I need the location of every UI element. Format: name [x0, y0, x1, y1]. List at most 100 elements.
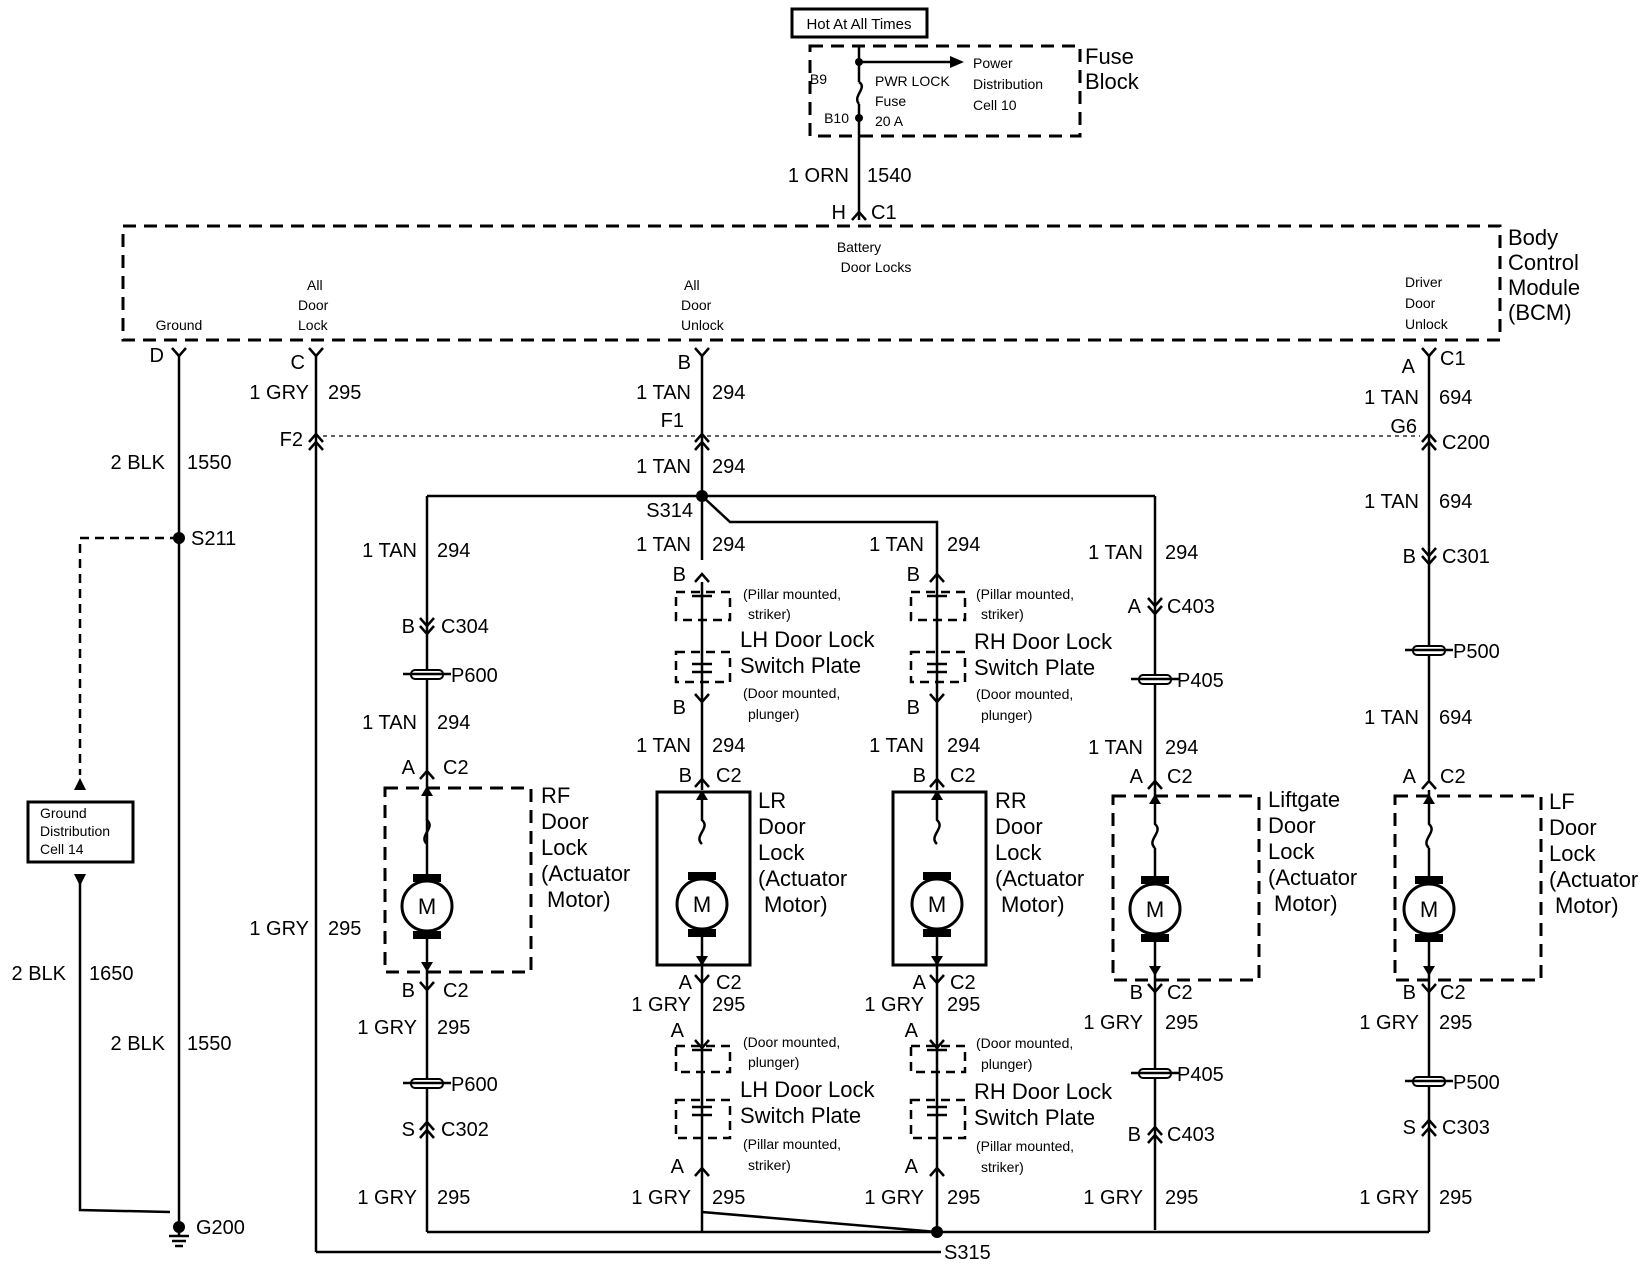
- ground-dist-line1: Ground: [40, 805, 87, 821]
- bcm-title-4: (BCM): [1508, 300, 1572, 325]
- rh-door-lock-switch-top-icon: [909, 560, 967, 700]
- lf-p500-bottom-icon: [1405, 1076, 1453, 1087]
- power-dist-line3: Cell 10: [973, 97, 1017, 113]
- rr-wire-295-number: 295: [947, 994, 980, 1016]
- fuse-block-outline: [808, 44, 1082, 138]
- rr-pillar-top-1: (Pillar mounted,: [976, 586, 1074, 602]
- lh-door-lock-switch-bottom-icon: [674, 1044, 732, 1140]
- bcm-lock-label-3: Lock: [298, 317, 329, 333]
- wire-295-color-mid: 1 GRY: [249, 918, 309, 940]
- lg-c2-top-pin: A: [1130, 766, 1144, 788]
- rf-p600-top-icon: [403, 669, 451, 680]
- wire-294-rr-branch: [701, 495, 939, 560]
- bcm-connector-c1: C1: [1440, 348, 1466, 370]
- wire-1550-color-top: 2 BLK: [111, 452, 166, 474]
- bcm-pin-b: B: [678, 352, 691, 374]
- wire-294-color-top: 1 TAN: [636, 382, 691, 404]
- lr-door-top-2: plunger): [748, 706, 799, 722]
- connector-c200-icon: [1421, 432, 1437, 451]
- lg-label-3: Lock: [1268, 839, 1315, 864]
- lg-label-5: Motor): [1274, 891, 1338, 916]
- wire-694-color-mid: 1 TAN: [1364, 491, 1419, 513]
- lf-label-2: Door: [1549, 815, 1597, 840]
- rf-c304-icon: [419, 617, 435, 636]
- liftgate-motor-icon: [1128, 790, 1182, 1230]
- lr-door-bottom-1: (Door mounted,: [743, 1034, 840, 1050]
- rr-wire-294-number-2: 294: [947, 735, 980, 757]
- lr-c2-bottom-label: C2: [716, 972, 742, 994]
- lf-wire-295-color-2: 1 GRY: [1359, 1187, 1419, 1209]
- lh-switch-top-title-1: LH Door Lock: [740, 627, 876, 652]
- rr-label-1: RR: [995, 788, 1027, 813]
- lr-switch2-bottom-pin-a: A: [671, 1156, 685, 1178]
- wire-1550-number-top: 1550: [187, 452, 232, 474]
- rr-wire-295-color: 1 GRY: [864, 994, 924, 1016]
- rf-p600-bottom-label: P600: [451, 1074, 498, 1096]
- lf-c303-label: C303: [1442, 1117, 1490, 1139]
- bcm-connector-c1-top: C1: [871, 202, 897, 224]
- rf-p600-bottom-icon: [403, 1078, 451, 1089]
- connector-g6-label: G6: [1390, 416, 1417, 438]
- hot-at-all-times-box: [790, 7, 929, 39]
- rf-actuator-outline: [383, 786, 533, 974]
- lr-wire-294-number: 294: [712, 534, 745, 556]
- lf-wire-295-number: 295: [1439, 1012, 1472, 1034]
- lg-wire-294-number: 294: [1165, 542, 1198, 564]
- rf-wire-294-number: 294: [437, 540, 470, 562]
- lg-c403-bottom-pin: B: [1128, 1124, 1141, 1146]
- lf-c2-top-pin: A: [1403, 766, 1417, 788]
- rr-actuator-outline: [891, 790, 988, 967]
- lg-p405-top-label: P405: [1177, 670, 1224, 692]
- lf-c303-pin: S: [1403, 1117, 1416, 1139]
- rr-switch2-top-pin-a: A: [905, 1020, 919, 1042]
- rr-c2-bottom-pin: A: [913, 972, 927, 994]
- rf-wire-295-color-2: 1 GRY: [357, 1187, 417, 1209]
- lr-wire-295-number: 295: [712, 994, 745, 1016]
- lr-motor-icon: [675, 790, 729, 966]
- rr-c2-bottom-label: C2: [950, 972, 976, 994]
- lr-wire-295-number-2: 295: [712, 1187, 745, 1209]
- connector-c301-label: C301: [1442, 546, 1490, 568]
- lg-label-4: (Actuator: [1268, 865, 1357, 890]
- wire-1540-number: 1540: [867, 165, 912, 187]
- lg-label-2: Door: [1268, 813, 1316, 838]
- wire-694-number-mid: 694: [1439, 491, 1472, 513]
- rf-wire-295-number: 295: [437, 1017, 470, 1039]
- bcm-driver-label-1: Driver: [1405, 274, 1443, 290]
- splice-s211-label: S211: [191, 528, 236, 550]
- bcm-driver-label-2: Door: [1405, 295, 1436, 311]
- hot-at-all-times-label: Hot At All Times: [806, 16, 911, 33]
- lf-c303-icon: [1421, 1118, 1437, 1137]
- lr-door-top-1: (Door mounted,: [743, 685, 840, 701]
- connector-c301-pin: B: [1403, 546, 1416, 568]
- fuse-block-title-line1: Fuse: [1085, 44, 1134, 69]
- lr-pillar-bottom-2: striker): [748, 1157, 791, 1173]
- rf-p600-top-label: P600: [451, 665, 498, 687]
- lg-wire-294-color-2: 1 TAN: [1088, 737, 1143, 759]
- bcm-title-1: Body: [1508, 225, 1558, 250]
- rf-wire-295-color: 1 GRY: [357, 1017, 417, 1039]
- connector-c301-icon: [1421, 547, 1437, 566]
- bcm-title-2: Control: [1508, 250, 1579, 275]
- rr-switch2-bottom-pin-a: A: [905, 1156, 919, 1178]
- wire-294-color-feed: 1 TAN: [636, 456, 691, 478]
- wire-1650-number: 1650: [89, 963, 134, 985]
- connector-p500-top-label: P500: [1453, 641, 1500, 663]
- lg-c403-bottom-label: C403: [1167, 1124, 1215, 1146]
- rr-door-bottom-1: (Door mounted,: [976, 1035, 1073, 1051]
- lr-label-3: Lock: [758, 840, 805, 865]
- bcm-battery-label-1: Battery: [837, 239, 881, 255]
- fuse-block-title-line2: Block: [1085, 69, 1140, 94]
- lr-motor-symbol: M: [693, 892, 711, 917]
- rr-wire-295-color-2: 1 GRY: [864, 1187, 924, 1209]
- lg-p405-top-icon: [1131, 674, 1179, 685]
- bcm-unlock-label-1: All: [684, 277, 700, 293]
- wire-295-color-top: 1 GRY: [249, 382, 309, 404]
- lr-pillar-bottom-1: (Pillar mounted,: [743, 1136, 841, 1152]
- rf-c2-top-pin: A: [402, 757, 416, 779]
- splice-s314-label: S314: [646, 500, 693, 522]
- lr-wire-294-color-2: 1 TAN: [636, 735, 691, 757]
- lg-c403-bottom-icon: [1147, 1125, 1163, 1144]
- rf-c302-label: C302: [441, 1119, 489, 1141]
- lg-wire-294-color: 1 TAN: [1088, 542, 1143, 564]
